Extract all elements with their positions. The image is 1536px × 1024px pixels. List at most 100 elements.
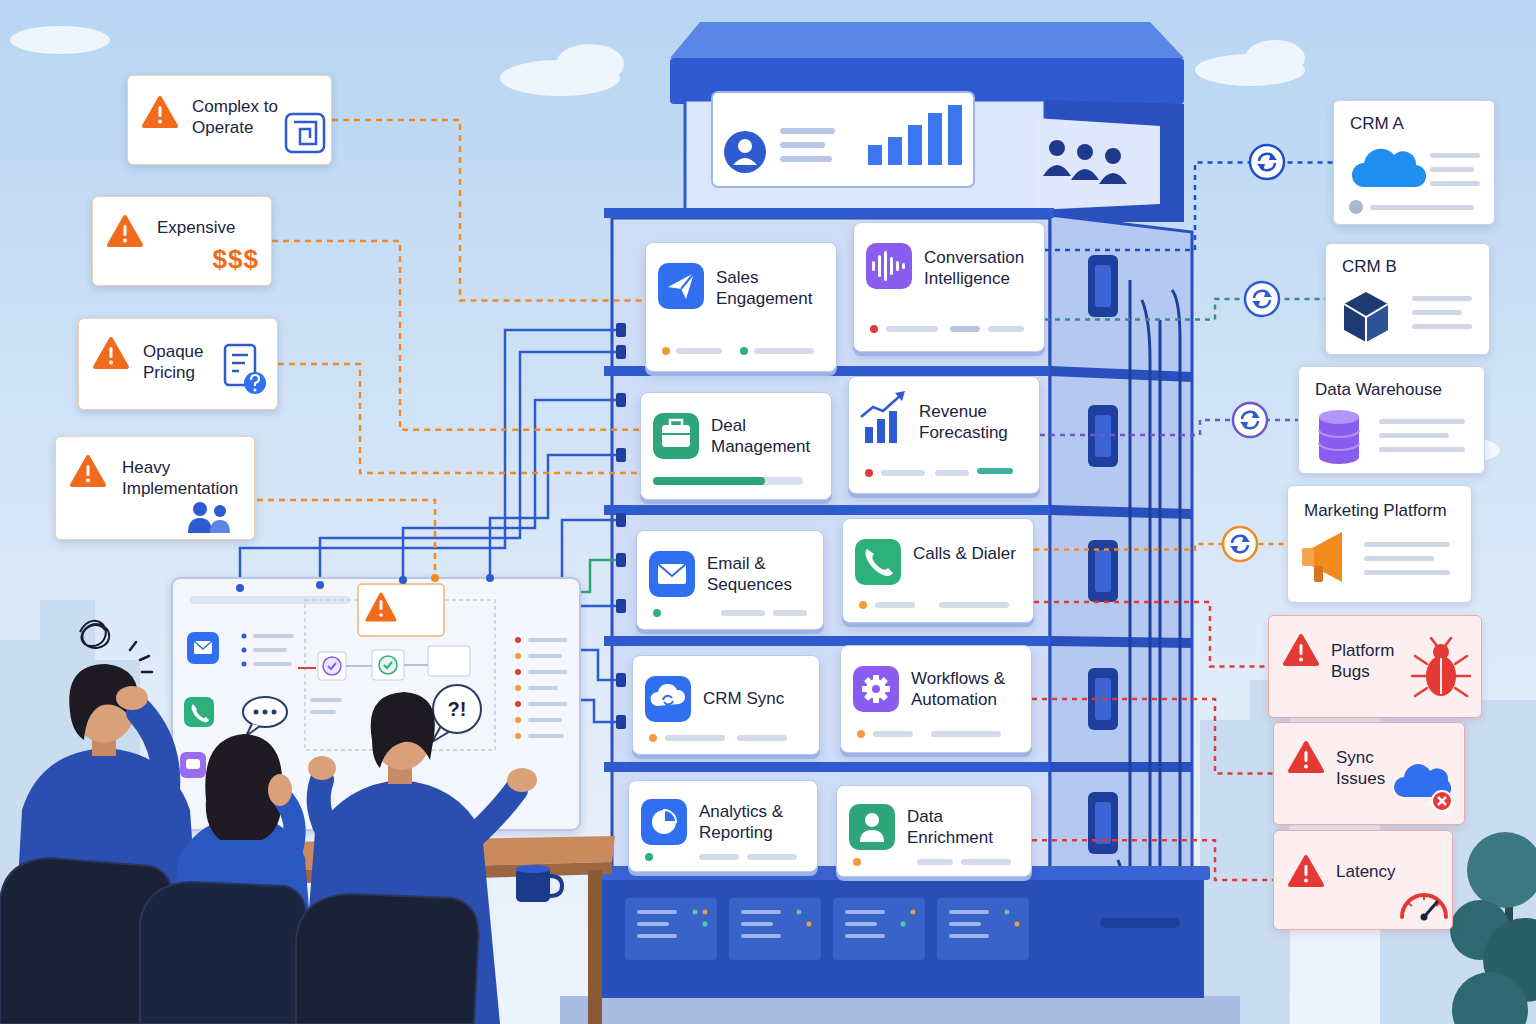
warning-icon xyxy=(159,106,162,117)
tower xyxy=(1050,636,1192,648)
wires xyxy=(320,352,620,585)
bug-icon xyxy=(1445,638,1451,646)
maze-icon xyxy=(294,122,316,144)
bug-icon xyxy=(1455,656,1467,664)
tower xyxy=(560,22,1240,1024)
tower xyxy=(845,922,877,926)
people xyxy=(507,768,537,792)
module-icon xyxy=(754,348,814,354)
system-card: CRM B xyxy=(1325,243,1490,355)
problem-icon xyxy=(1290,743,1322,771)
bug-icon xyxy=(1412,638,1470,696)
whiteboard xyxy=(254,710,259,715)
warning-icon xyxy=(144,98,176,126)
module-icon xyxy=(866,549,894,576)
module-icon xyxy=(935,470,969,476)
whiteboard xyxy=(358,584,444,636)
whiteboard xyxy=(530,702,565,706)
whiteboard xyxy=(515,653,521,659)
system-icon xyxy=(1412,324,1472,329)
card-label: Sales Engagement xyxy=(716,267,828,309)
module-icon xyxy=(895,391,905,401)
people xyxy=(116,686,148,710)
warning-icon xyxy=(158,120,162,124)
warning-card: Heavy Implementation xyxy=(55,436,255,540)
card-label: Marketing Platform xyxy=(1304,500,1459,521)
tower xyxy=(1005,910,1010,915)
module-card: Deal Management xyxy=(640,392,832,500)
problem-card: Sync Issues xyxy=(1273,722,1465,825)
card-label: Analytics & Reporting xyxy=(699,801,809,843)
module-icon xyxy=(668,273,694,299)
module-icon xyxy=(650,684,685,706)
card-label: Complex to Operate xyxy=(192,96,285,138)
module-icon xyxy=(843,519,1033,622)
whiteboard xyxy=(399,576,407,584)
tower xyxy=(888,137,902,165)
card-label: Workflows & Automation xyxy=(911,668,1023,710)
problem-card: Latency xyxy=(1273,830,1453,930)
tower xyxy=(1050,762,1192,772)
tower xyxy=(901,922,906,927)
bug-icon xyxy=(1456,675,1470,678)
people xyxy=(516,865,550,873)
tower xyxy=(1088,792,1118,854)
wire-port xyxy=(616,448,626,462)
whiteboard xyxy=(236,574,494,592)
tower xyxy=(868,105,962,165)
system-icon xyxy=(1412,296,1472,329)
whiteboard xyxy=(323,657,341,675)
tower xyxy=(1050,366,1192,382)
connector xyxy=(332,120,645,301)
module-icon xyxy=(866,243,912,289)
tower xyxy=(729,898,821,960)
whiteboard xyxy=(192,704,210,722)
module-card: Calls & Dialer xyxy=(842,518,1034,623)
system-icon xyxy=(1370,205,1474,210)
maze-icon xyxy=(286,114,324,152)
warning-icon xyxy=(109,361,113,365)
connector xyxy=(1045,163,1333,250)
clouds xyxy=(1245,40,1305,76)
trees xyxy=(1450,832,1536,1024)
system-icon xyxy=(1364,556,1434,561)
tower xyxy=(845,934,885,938)
bug-icon xyxy=(1455,688,1467,696)
problem-icon xyxy=(1290,857,1322,885)
wire-port xyxy=(616,513,626,527)
tower xyxy=(1159,320,1162,920)
team-icon xyxy=(214,505,226,517)
module-card: Sales Engagement xyxy=(645,242,837,372)
people xyxy=(130,642,136,650)
connector xyxy=(1032,840,1273,880)
module-icon xyxy=(652,810,676,834)
system-icon xyxy=(1364,570,1450,575)
module-icon xyxy=(662,425,690,447)
trees xyxy=(1452,972,1528,1024)
card-label: Revenue Forecasting xyxy=(919,401,1031,443)
system-icon xyxy=(1430,153,1480,158)
clouds xyxy=(10,26,110,54)
module-card: CRM Sync xyxy=(632,655,820,755)
tower xyxy=(937,898,1029,960)
sync-icon xyxy=(1240,422,1248,429)
tower xyxy=(780,128,835,134)
bug-icon xyxy=(1412,675,1426,678)
team-icon xyxy=(210,520,230,533)
tower xyxy=(928,113,942,165)
tower xyxy=(637,910,677,914)
tower xyxy=(738,139,752,153)
leader-line xyxy=(257,500,435,570)
problem-icon xyxy=(1269,616,1481,717)
system-icon xyxy=(1352,149,1426,187)
card-label: CRM Sync xyxy=(703,688,811,709)
whiteboard xyxy=(379,656,397,674)
module-icon xyxy=(676,348,722,354)
system-icon xyxy=(1364,542,1450,547)
whiteboard xyxy=(255,662,290,666)
module-icon xyxy=(853,858,861,866)
warning-icon xyxy=(72,457,104,485)
whiteboard xyxy=(272,710,277,715)
whiteboard xyxy=(515,733,521,739)
warning-icon xyxy=(95,339,127,367)
